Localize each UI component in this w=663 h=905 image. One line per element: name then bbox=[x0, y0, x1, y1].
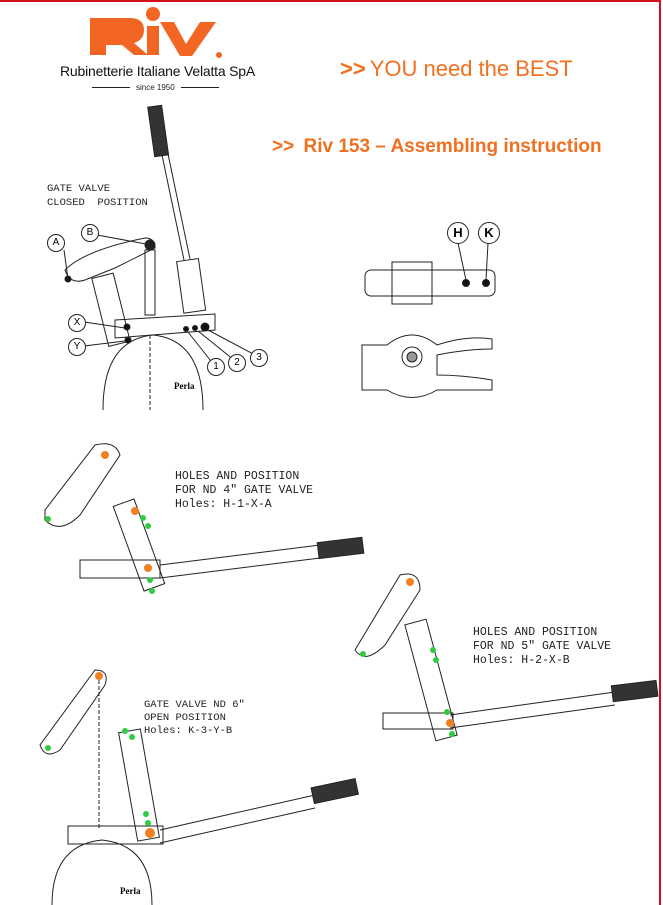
caption-line: CLOSED POSITION bbox=[47, 197, 148, 209]
page-title-text: Riv 153 – Assembling instruction bbox=[303, 136, 602, 157]
hole-detail-drawing bbox=[361, 242, 496, 398]
label-3: 3 bbox=[250, 349, 268, 367]
slogan: >>YOU need the BEST bbox=[340, 56, 573, 82]
label-k: K bbox=[478, 222, 500, 244]
caption-line: HOLES AND POSITION bbox=[175, 470, 300, 483]
riv-logo bbox=[90, 7, 222, 58]
nd6-drawing bbox=[39, 669, 359, 905]
label-x: X bbox=[68, 314, 86, 332]
label-a: A bbox=[47, 234, 65, 252]
closed-caption: GATE VALVE CLOSED POSITION bbox=[47, 182, 148, 210]
caption-line: Holes: H-1-X-A bbox=[175, 498, 272, 511]
label-2: 2 bbox=[228, 354, 246, 372]
label-b: B bbox=[81, 224, 99, 242]
page-title: >> Riv 153 – Assembling instruction bbox=[272, 136, 602, 158]
caption-line: FOR ND 4" GATE VALVE bbox=[175, 484, 314, 497]
label-1: 1 bbox=[207, 358, 225, 376]
caption-line: Holes: K-3-Y-B bbox=[144, 725, 233, 737]
nd5-drawing bbox=[354, 573, 659, 742]
caption-line: HOLES AND POSITION bbox=[473, 626, 598, 639]
nd6-holes bbox=[45, 672, 155, 838]
since-text: since 1950 bbox=[136, 83, 175, 92]
since-line: since 1950 bbox=[92, 83, 219, 92]
nd5-holes bbox=[360, 578, 455, 737]
caption-line: OPEN POSITION bbox=[144, 712, 226, 724]
closed-position-drawing bbox=[63, 104, 258, 411]
company-name: Rubinetterie Italiane Velatta SpA bbox=[60, 63, 255, 79]
valve-label: Perla bbox=[174, 381, 195, 391]
valve-label: Perla bbox=[120, 886, 141, 896]
caption-line: FOR ND 5" GATE VALVE bbox=[473, 640, 612, 653]
nd4-drawing bbox=[44, 443, 365, 592]
slogan-text: YOU need the BEST bbox=[369, 56, 573, 81]
chevron-icon: >> bbox=[272, 136, 295, 157]
label-h: H bbox=[447, 222, 469, 244]
caption-line: Holes: H-2-X-B bbox=[473, 654, 570, 667]
caption-line: GATE VALVE bbox=[47, 183, 111, 195]
caption-line: GATE VALVE ND 6" bbox=[144, 699, 245, 711]
label-y: Y bbox=[68, 338, 86, 356]
chevron-icon: >> bbox=[340, 56, 366, 81]
nd4-holes bbox=[45, 451, 155, 594]
